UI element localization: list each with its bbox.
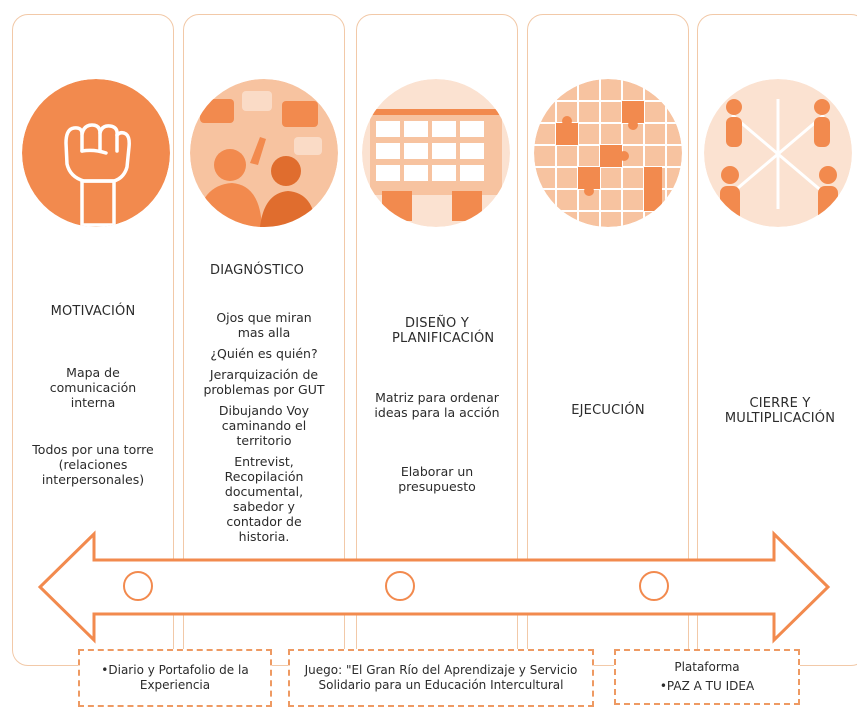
resource-text: Juego: "El Gran Río del Aprendizaje y Se… bbox=[304, 663, 578, 692]
stage-item: Todos por una torre (relaciones interper… bbox=[32, 442, 154, 487]
stage-title: EJECUCIÓN bbox=[571, 403, 645, 418]
stage-item: Elaborar un presupuesto bbox=[398, 464, 476, 494]
stage-cierre-text: CIERRE Y MULTIPLICACIÓN bbox=[706, 396, 854, 426]
stage-diagnostico-text: DIAGNÓSTICO Ojos que miran mas alla ¿Qui… bbox=[188, 263, 340, 550]
stage-title: DISEÑO Y PLANIFICACIÓN bbox=[392, 316, 495, 346]
stage-motivacion-text: MOTIVACIÓN Mapa de comunicación interna … bbox=[14, 304, 172, 493]
resource-box-diario: •Diario y Portafolio de la Experiencia bbox=[78, 649, 272, 707]
stage-item: ¿Quién es quién? bbox=[210, 346, 318, 361]
raised-fist-icon bbox=[22, 79, 170, 227]
stage-item: Entrevist, Recopilación documental, sabe… bbox=[224, 454, 304, 544]
resource-box-plataforma: Plataforma •PAZ A TU IDEA bbox=[614, 649, 800, 705]
stage-item: Dibujando Voy caminando el territorio bbox=[218, 403, 310, 448]
planning-board-icon bbox=[362, 79, 510, 227]
puzzle-icon bbox=[534, 79, 682, 227]
resource-text: Plataforma bbox=[674, 660, 740, 674]
stage-item: Mapa de comunicación interna bbox=[49, 365, 137, 410]
stage-title: MOTIVACIÓN bbox=[50, 304, 136, 319]
stage-item: Ojos que miran mas alla bbox=[216, 310, 312, 340]
stage-item: Jerarquización de problemas por GUT bbox=[203, 367, 325, 397]
network-people-icon bbox=[704, 79, 852, 227]
stage-ejecucion-text: EJECUCIÓN bbox=[532, 403, 684, 418]
stage-title: CIERRE Y MULTIPLICACIÓN bbox=[724, 396, 836, 426]
stage-diseno-text: DISEÑO Y PLANIFICACIÓN Matriz para orden… bbox=[362, 316, 512, 500]
people-talking-icon bbox=[190, 79, 338, 227]
stage-title: DIAGNÓSTICO bbox=[210, 263, 305, 278]
stage-item: Matriz para ordenar ideas para la acción bbox=[374, 390, 500, 420]
resource-text: •PAZ A TU IDEA bbox=[659, 679, 755, 693]
resource-box-juego: Juego: "El Gran Río del Aprendizaje y Se… bbox=[288, 649, 594, 707]
resource-text: •Diario y Portafolio de la Experiencia bbox=[101, 663, 249, 692]
